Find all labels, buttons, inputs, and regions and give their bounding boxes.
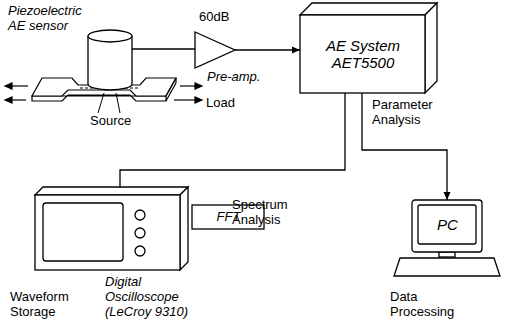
node-title-wrap: PC: [420, 216, 475, 233]
node-caption: Data Processing: [390, 290, 470, 320]
arrow-head: [444, 192, 451, 200]
sensor-node: Piezoelectric AE sensor: [88, 30, 132, 90]
arrow-head: [292, 47, 300, 54]
node-title: AE System AET5500: [313, 37, 414, 72]
connector-line: [235, 49, 300, 50]
node-title-wrap: Digital Oscilloscope (LeCroy 9310): [105, 275, 205, 320]
connector: [117, 93, 346, 195]
annotation-label: Load: [206, 96, 256, 111]
scope-knob: [135, 228, 145, 238]
cylinder-outline: [88, 30, 132, 90]
scope-top-face: [35, 187, 188, 195]
keyboard: [394, 258, 500, 276]
box-front-face: [300, 15, 425, 93]
specimen-edge: [175, 78, 176, 83]
monitor-stand: [439, 252, 455, 257]
node-caption-wrap: Waveform Storage: [10, 290, 82, 320]
arrow-head: [5, 83, 12, 89]
load-arrow: [10, 85, 28, 86]
amplifier-node: 60dBPre-amp.: [195, 32, 235, 68]
source-leaders: [98, 93, 120, 113]
annotation-label-wrap: Parameter Analysis: [372, 98, 452, 128]
scope-outline: [35, 195, 180, 270]
arrow-head: [195, 83, 202, 89]
load-arrow: [174, 99, 197, 100]
specimen-edge: [166, 78, 176, 96]
annotation-label-wrap: Source: [90, 114, 150, 129]
node-title-wrap: 60dB: [199, 10, 259, 25]
scope-front-face: [35, 195, 180, 270]
scope-side-face: [180, 187, 188, 270]
leader-line: [98, 93, 104, 113]
node-caption: Pre-amp.: [207, 70, 277, 85]
arrow-head: [195, 97, 202, 103]
pc-node: PCData Processing: [412, 200, 482, 252]
node-title-wrap: AE System AET5500: [313, 37, 414, 72]
arrow-head: [5, 97, 12, 103]
leader-line: [116, 93, 120, 113]
box-side-face: [425, 3, 437, 93]
annotation-label-wrap: Load: [206, 96, 256, 111]
monitor-case: [412, 200, 482, 252]
cylinder-top: [88, 30, 132, 42]
annotation-label: Source: [90, 114, 150, 129]
fft-box: FFTSpectrum Analysis: [192, 205, 264, 229]
amplifier-symbol: [195, 32, 235, 68]
scope-knob: [135, 210, 145, 220]
node-title: PC: [420, 216, 475, 233]
node-title: Piezoelectric AE sensor: [8, 4, 100, 34]
scope-screen: [43, 203, 123, 261]
node-title-wrap: Piezoelectric AE sensor: [8, 4, 100, 34]
connector: [235, 47, 300, 54]
triangle-outline: [195, 32, 235, 68]
ae-system-box: AE System AET5500: [300, 15, 425, 93]
node-caption: Spectrum Analysis: [232, 198, 304, 228]
oscilloscope-node: Digital Oscilloscope (LeCroy 9310)Wavefo…: [35, 195, 180, 270]
node-caption-wrap: Spectrum Analysis: [232, 198, 304, 228]
connector-line: [132, 48, 195, 49]
node-title: 60dB: [199, 10, 259, 25]
cylinder-body: [88, 36, 132, 90]
node-caption: Waveform Storage: [10, 290, 82, 320]
specimen-edge: [166, 83, 176, 101]
box-top-face: [300, 3, 437, 15]
node-caption-wrap: Data Processing: [390, 290, 470, 320]
node-caption-wrap: Pre-amp.: [207, 70, 277, 85]
connector: [132, 49, 195, 50]
scope-knob: [135, 246, 145, 256]
connector-line: [120, 93, 345, 195]
annotation-label: Parameter Analysis: [372, 98, 452, 128]
node-title: Digital Oscilloscope (LeCroy 9310): [105, 275, 205, 320]
monitor-screen: [418, 205, 476, 244]
